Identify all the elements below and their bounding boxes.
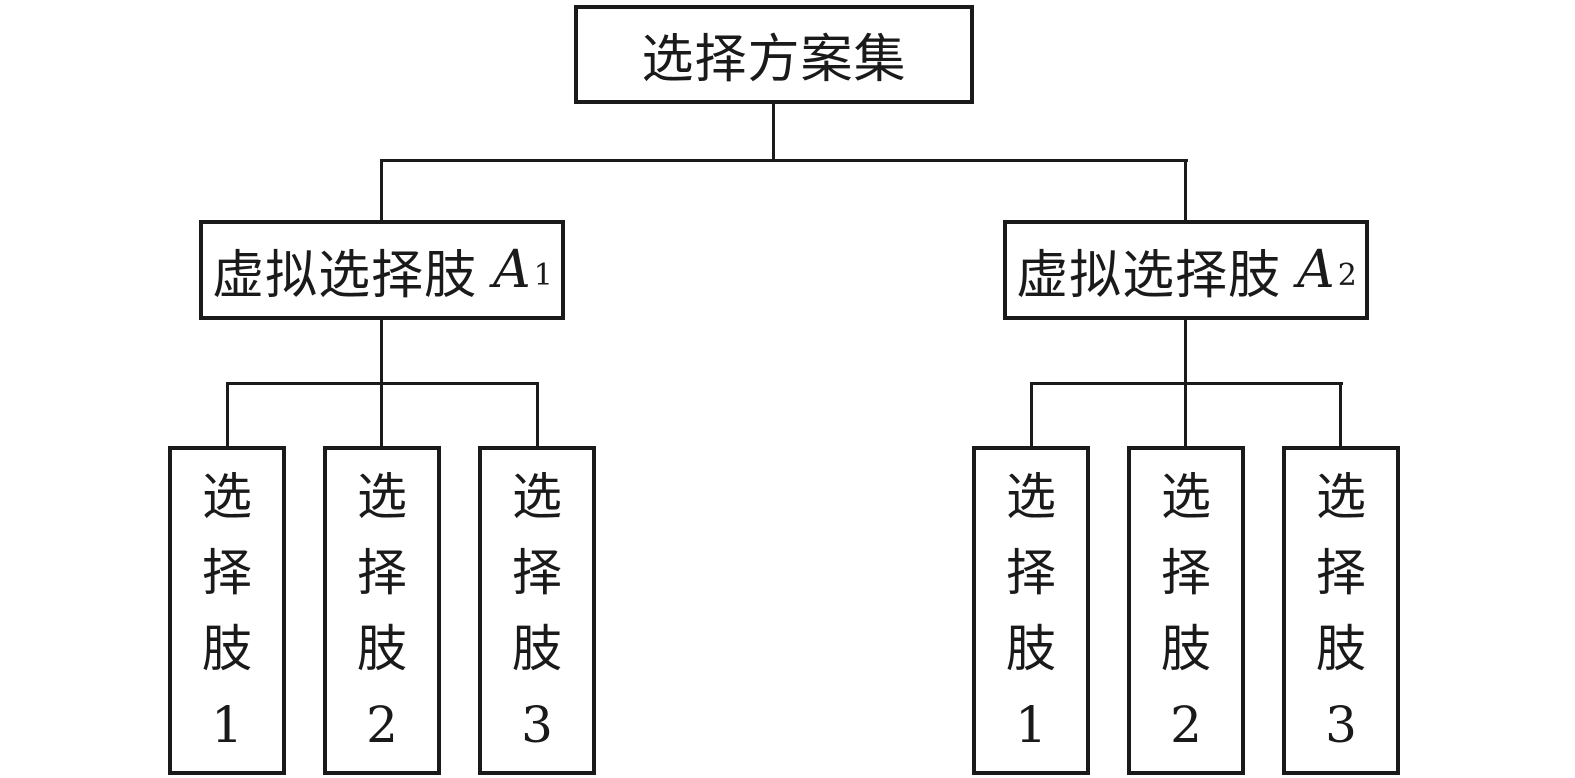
branch-a1-variable: A	[493, 240, 532, 300]
leaf-char: 择	[202, 543, 252, 602]
connector-drop-to-virtual-option-2	[1184, 159, 1187, 222]
connector-drop-right-leaf-1	[1030, 382, 1033, 448]
node-selection-scheme-set: 选择方案集	[574, 5, 974, 104]
node-option-a2-2: 选 择 肢 2	[1127, 446, 1245, 775]
connector-drop-left-leaf-3	[536, 382, 539, 448]
node-option-a2-1: 选 择 肢 1	[972, 446, 1090, 775]
leaf-char: 肢	[1161, 619, 1211, 678]
leaf-number: 3	[521, 695, 553, 754]
leaf-char: 择	[512, 543, 562, 602]
connector-drop-right-leaf-3	[1339, 382, 1342, 448]
connector-drop-to-virtual-option-1	[380, 159, 383, 222]
leaf-char: 肢	[1006, 619, 1056, 678]
leaf-char: 择	[1161, 543, 1211, 602]
branch-a2-label: 虚拟选择肢	[1016, 245, 1282, 306]
leaf-char: 肢	[202, 619, 252, 678]
leaf-char: 选	[1316, 467, 1366, 526]
connector-virtual-option-1-riser	[380, 318, 383, 383]
leaf-char: 择	[1316, 543, 1366, 602]
leaf-char: 选	[357, 467, 407, 526]
leaf-number: 3	[1325, 695, 1357, 754]
leaf-number: 1	[1015, 695, 1047, 754]
node-option-a1-3: 选 择 肢 3	[478, 446, 596, 775]
leaf-char: 选	[1006, 467, 1056, 526]
branch-a1-label: 虚拟选择肢	[212, 245, 478, 306]
leaf-char: 择	[357, 543, 407, 602]
branch-a2-variable: A	[1297, 240, 1336, 300]
connector-drop-right-leaf-2	[1184, 382, 1187, 448]
leaf-char: 肢	[357, 619, 407, 678]
leaf-char: 肢	[512, 619, 562, 678]
leaf-number: 1	[211, 695, 243, 754]
connector-level1-horizontal	[380, 159, 1188, 162]
connector-virtual-option-2-riser	[1184, 318, 1187, 383]
leaf-number: 2	[1170, 695, 1202, 754]
node-option-a1-2: 选 择 肢 2	[323, 446, 441, 775]
node-option-a2-3: 选 择 肢 3	[1282, 446, 1400, 775]
node-option-a1-1: 选 择 肢 1	[168, 446, 286, 775]
leaf-number: 2	[366, 695, 398, 754]
connector-drop-left-leaf-1	[226, 382, 229, 448]
connector-drop-left-leaf-2	[380, 382, 383, 448]
leaf-char: 选	[202, 467, 252, 526]
leaf-char: 肢	[1316, 619, 1366, 678]
connector-root-riser	[772, 102, 775, 160]
leaf-char: 选	[512, 467, 562, 526]
node-root-label: 选择方案集	[641, 30, 907, 90]
leaf-char: 选	[1161, 467, 1211, 526]
leaf-char: 择	[1006, 543, 1056, 602]
